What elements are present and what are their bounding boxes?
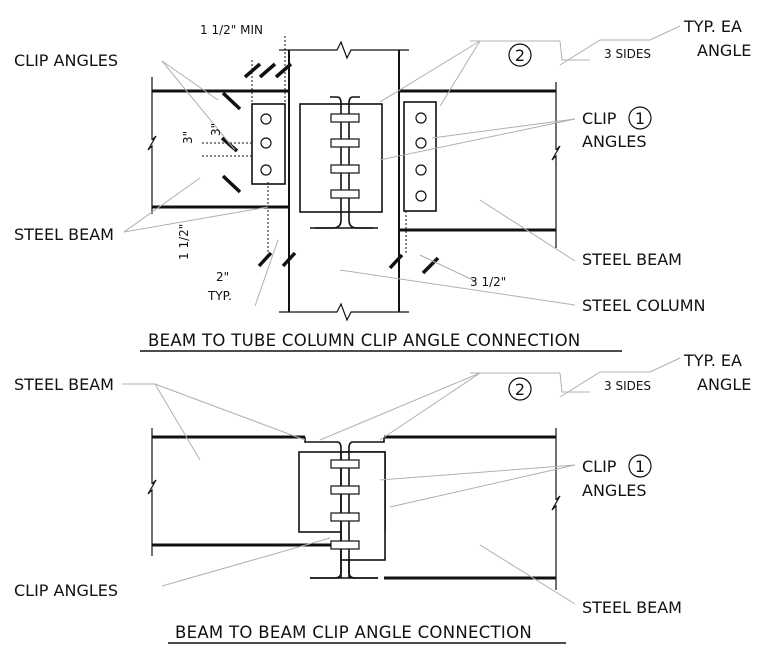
top-detail: 2 CLIP ANGLES STEEL BEAM CLIP 1 ANGLES S… <box>14 17 751 352</box>
label-clip-bottom-right: CLIP <box>582 457 617 476</box>
label-clip-angles-top-left: CLIP ANGLES <box>14 51 118 70</box>
right-beam <box>399 82 561 248</box>
weld-ticks-top <box>220 62 440 275</box>
label-clip-top-right: CLIP <box>582 109 617 128</box>
label-3-sides-bottom: 3 SIDES <box>604 379 651 393</box>
column-i-section <box>299 96 383 229</box>
dim-typ: TYP. <box>207 289 232 303</box>
right-clip-angle <box>403 101 437 212</box>
label-steel-beam-top-left: STEEL BEAM <box>14 225 114 244</box>
leaders-top <box>123 25 681 307</box>
label-steel-beam-bottom-left: STEEL BEAM <box>14 375 114 394</box>
bolt-group-bottom <box>330 459 360 550</box>
clip-number-bottom: 1 <box>635 457 645 476</box>
dim-3-b: 3" <box>209 123 223 136</box>
label-typ-ea-top: TYP. EA <box>683 17 742 36</box>
right-beam-bottom <box>384 428 561 590</box>
steel-column <box>279 40 409 322</box>
label-angle-top: ANGLE <box>697 41 751 60</box>
label-steel-beam-top-right: STEEL BEAM <box>582 250 682 269</box>
clip-number-circle-top <box>628 106 652 130</box>
weld-number-bottom: 2 <box>515 380 525 399</box>
bottom-detail: 2 STEEL BEAM CLIP ANGLES CLIP 1 ANGLES S… <box>14 351 751 644</box>
dim-2: 2" <box>216 270 229 284</box>
dimension-lines-top <box>202 36 407 255</box>
dim-3-a: 3" <box>181 131 195 144</box>
left-clip-angle <box>251 103 286 185</box>
label-steel-column: STEEL COLUMN <box>582 296 706 315</box>
title-bottom: BEAM TO BEAM CLIP ANGLE CONNECTION <box>175 623 532 642</box>
clip-number-top: 1 <box>635 109 645 128</box>
weld-number-top: 2 <box>515 46 525 65</box>
label-angle-bottom: ANGLE <box>697 375 751 394</box>
left-beam-bottom <box>147 428 340 556</box>
dim-1-1-2: 1 1/2" <box>177 224 191 260</box>
weld-symbol-top: 2 <box>508 43 532 67</box>
label-angles-bottom-right: ANGLES <box>582 481 647 500</box>
label-3-sides-top: 3 SIDES <box>604 47 651 61</box>
dim-min: 1 1/2" MIN <box>200 23 263 37</box>
label-steel-beam-bottom-right: STEEL BEAM <box>582 598 682 617</box>
dim-3-1-2: 3 1/2" <box>470 275 506 289</box>
label-clip-angles-bottom-left: CLIP ANGLES <box>14 581 118 600</box>
label-angles-top-right: ANGLES <box>582 132 647 151</box>
title-top: BEAM TO TUBE COLUMN CLIP ANGLE CONNECTIO… <box>148 331 581 350</box>
label-typ-ea-bottom: TYP. EA <box>683 351 742 370</box>
girder-i-section <box>298 437 386 579</box>
weld-symbol-bottom: 2 <box>508 377 532 401</box>
clip-number-circle-bottom <box>628 454 652 478</box>
bolt-group-center <box>330 113 360 199</box>
leaders-bottom <box>122 357 681 605</box>
